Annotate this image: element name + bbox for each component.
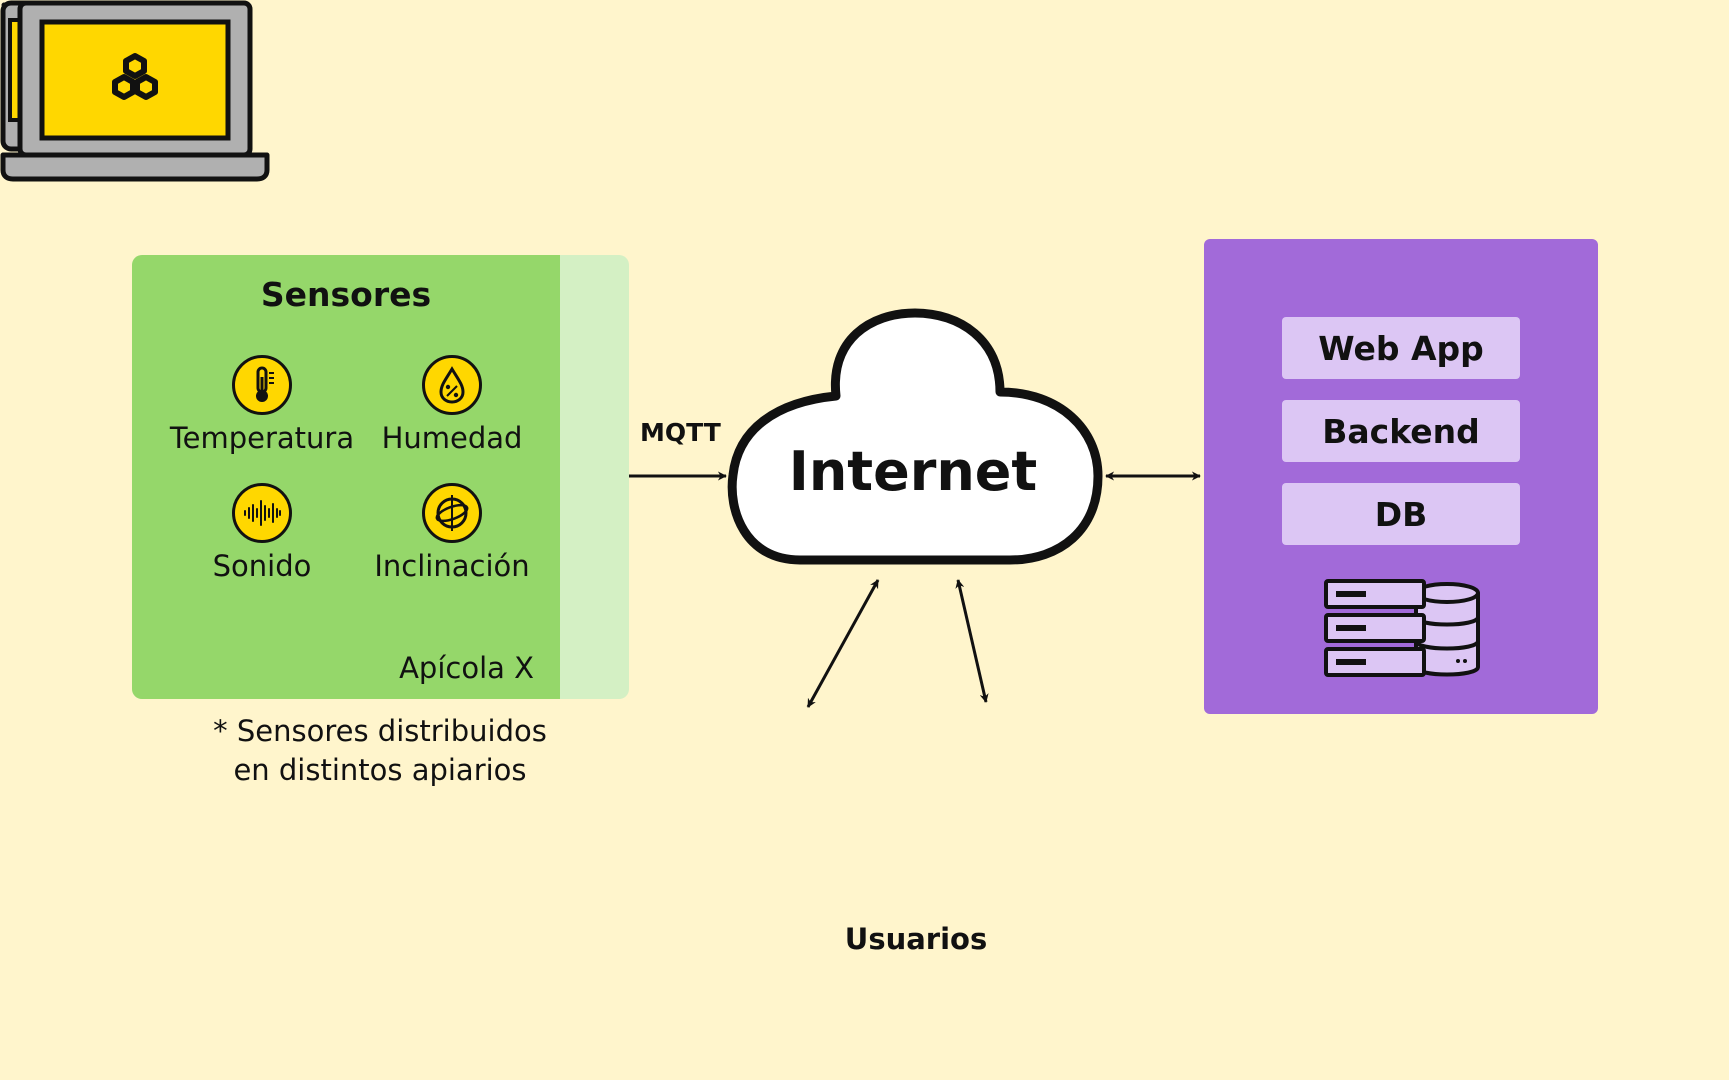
cloud-laptop-arrow	[955, 579, 989, 703]
site-label: Apícola X	[399, 651, 534, 685]
sound-wave-icon	[232, 483, 292, 543]
cloud-shape	[727, 308, 1103, 565]
mqtt-label: MQTT	[640, 418, 721, 447]
service-web-app: Web App	[1282, 317, 1520, 379]
thermometer-icon	[232, 355, 292, 415]
sensor-sound: Sonido	[167, 483, 357, 583]
sensors-main-area: Sensores Temperatura	[132, 255, 560, 699]
laptop-icon	[0, 0, 270, 182]
sensor-label: Inclinación	[374, 549, 530, 583]
footnote-line: * Sensores distribuidos	[213, 714, 547, 748]
gyroscope-icon	[422, 483, 482, 543]
users-label: Usuarios	[844, 922, 988, 956]
cloud-phone-arrow	[806, 579, 880, 708]
sensor-label: Humedad	[381, 421, 523, 455]
sensor-tilt: Inclinación	[357, 483, 547, 583]
server-panel: Web App Backend DB	[1204, 239, 1598, 714]
sensors-footnote: * Sensores distribuidos en distintos api…	[190, 712, 570, 790]
footnote-line: en distintos apiarios	[233, 753, 527, 787]
sensor-humidity: Humedad	[357, 355, 547, 455]
sensor-label: Sonido	[212, 549, 312, 583]
service-db: DB	[1282, 483, 1520, 545]
server-database-icon	[1324, 579, 1480, 677]
sensors-title: Sensores	[260, 275, 432, 314]
sensors-panel: Sensores Temperatura	[132, 255, 629, 699]
humidity-drop-icon	[422, 355, 482, 415]
internet-label: Internet	[788, 440, 1038, 503]
sensor-label: Temperatura	[169, 421, 355, 455]
sensor-temperature: Temperatura	[167, 355, 357, 455]
service-backend: Backend	[1282, 400, 1520, 462]
